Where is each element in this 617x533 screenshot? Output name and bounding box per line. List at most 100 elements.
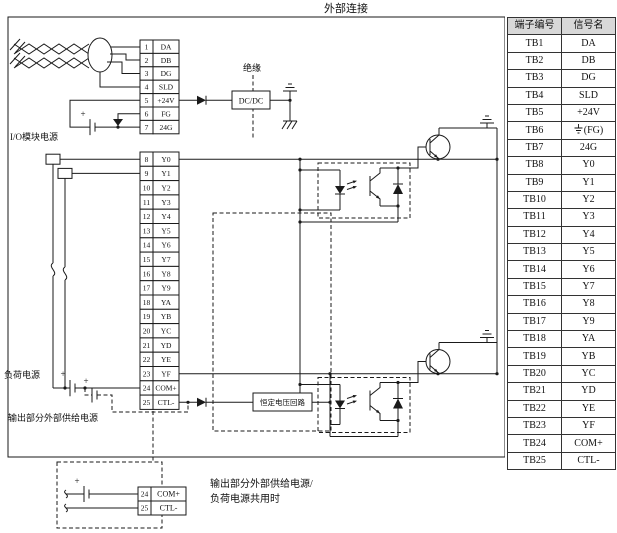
terminal-label: DA: [161, 42, 172, 51]
terminal-label-cell: [152, 119, 180, 135]
terminal-number: TB4: [507, 86, 562, 105]
terminal-number: TB16: [507, 295, 562, 314]
terminal-number: TB9: [507, 173, 562, 192]
terminal-number: TB1: [507, 34, 562, 53]
signal-name: YD: [561, 382, 616, 401]
terminal-number: 25: [143, 398, 151, 407]
terminal-label: FG: [161, 109, 171, 118]
chassis-ground-icon: [281, 120, 298, 130]
signal-name: Y2: [561, 190, 616, 210]
terminal-label: Y3: [161, 198, 170, 207]
earth-ground-icon: [480, 115, 494, 128]
dcdc-converter-box: [231, 90, 271, 110]
terminal-label: Y8: [161, 269, 170, 278]
signal-name: Y1: [561, 173, 616, 192]
plus-label: +: [80, 109, 85, 119]
terminal-number: TB24: [507, 434, 562, 453]
signal-name: Y3: [561, 208, 616, 227]
terminal-label: Y1: [161, 169, 170, 178]
internal-circuit-boundary: [212, 212, 332, 432]
terminal-label: DB: [161, 56, 171, 65]
plus-label: +: [60, 369, 65, 379]
load-power-circuit: + + 负荷电源 输出部分外部供给电源: [4, 153, 189, 423]
signal-name: Y4: [561, 225, 616, 245]
terminal-label: Y4: [161, 212, 170, 221]
terminal-label: 24G: [160, 123, 174, 132]
terminal-label: COM+: [155, 384, 176, 393]
terminal-label: YF: [161, 369, 171, 378]
terminal-number: TB12: [507, 225, 562, 245]
shared-supply-note: 输出部分外部供给电源/: [210, 477, 313, 490]
main-diagram-border: [7, 16, 505, 458]
optocoupler-output-circuit: [317, 115, 497, 222]
terminal-number: 15: [143, 255, 151, 264]
terminal-number: TB14: [507, 260, 562, 279]
signal-name: Y8: [561, 295, 616, 314]
shared-supply-circuit: + 输出部分外部供给电源/ 负荷电源共用时: [56, 461, 313, 529]
terminal-label: COM+: [157, 490, 180, 499]
constant-voltage-box: [252, 392, 313, 412]
table-header-row: 端子编号 信号名: [507, 16, 616, 36]
signal-name: COM+: [561, 434, 616, 453]
wiring-diagram: 外部连接 绝缘 DC/DC + I/O模块电源: [4, 1, 505, 529]
page-title: 外部连接: [324, 1, 368, 15]
dcdc-power-circuit: DC/DC: [179, 83, 298, 130]
block-a-wires: [300, 169, 398, 223]
terminal-number: 14: [143, 241, 151, 250]
terminal-number: 12: [143, 212, 151, 221]
terminal-label: +24V: [157, 96, 175, 105]
signal-name: CTL-: [561, 451, 616, 471]
cable-shield: [87, 37, 113, 73]
terminal-number: 23: [143, 369, 151, 378]
battery-icon: [69, 380, 76, 397]
optocoupler-output-circuit-b: [317, 330, 498, 437]
col-header-signal-name: 信号名: [561, 16, 616, 36]
terminal-number: 10: [143, 183, 151, 192]
terminal-number: 17: [143, 284, 151, 293]
terminal-number: 21: [143, 341, 151, 350]
external-supply-dashed-wire: [84, 388, 189, 413]
terminal-number: TB10: [507, 190, 562, 210]
terminal-number: 3: [145, 69, 149, 78]
terminal-label: YC: [161, 326, 171, 335]
break-squiggle: [50, 262, 56, 277]
terminal-label: SLD: [159, 83, 174, 92]
insulation-label: 绝缘: [243, 62, 261, 73]
signal-name: Y6: [561, 260, 616, 279]
terminal-number: 20: [143, 326, 151, 335]
terminal-number: TB7: [507, 138, 562, 158]
terminal-number: 5: [145, 96, 149, 105]
signal-name: YC: [561, 364, 616, 384]
optocoupler-box: [317, 162, 411, 219]
plus-label: +: [83, 376, 88, 386]
terminal-number: 16: [143, 269, 151, 278]
signal-name: YB: [561, 347, 616, 366]
terminal-number: 25: [141, 504, 149, 513]
signal-name: Y7: [561, 277, 616, 297]
signal-name: DB: [561, 51, 616, 71]
terminal-number: TB11: [507, 208, 562, 227]
terminal-number: TB17: [507, 312, 562, 332]
block-b-wires: [300, 384, 398, 437]
terminal-label: YE: [161, 355, 171, 364]
terminal-number: 24: [141, 490, 149, 499]
dcdc-label: DC/DC: [239, 97, 263, 106]
terminal-number: TB20: [507, 364, 562, 384]
load-power-label: 负荷电源: [4, 369, 40, 380]
battery-icon: [83, 486, 90, 502]
phototransistor-icon: [369, 168, 381, 206]
terminal-number: 18: [143, 298, 151, 307]
terminal-number: 13: [143, 226, 151, 235]
